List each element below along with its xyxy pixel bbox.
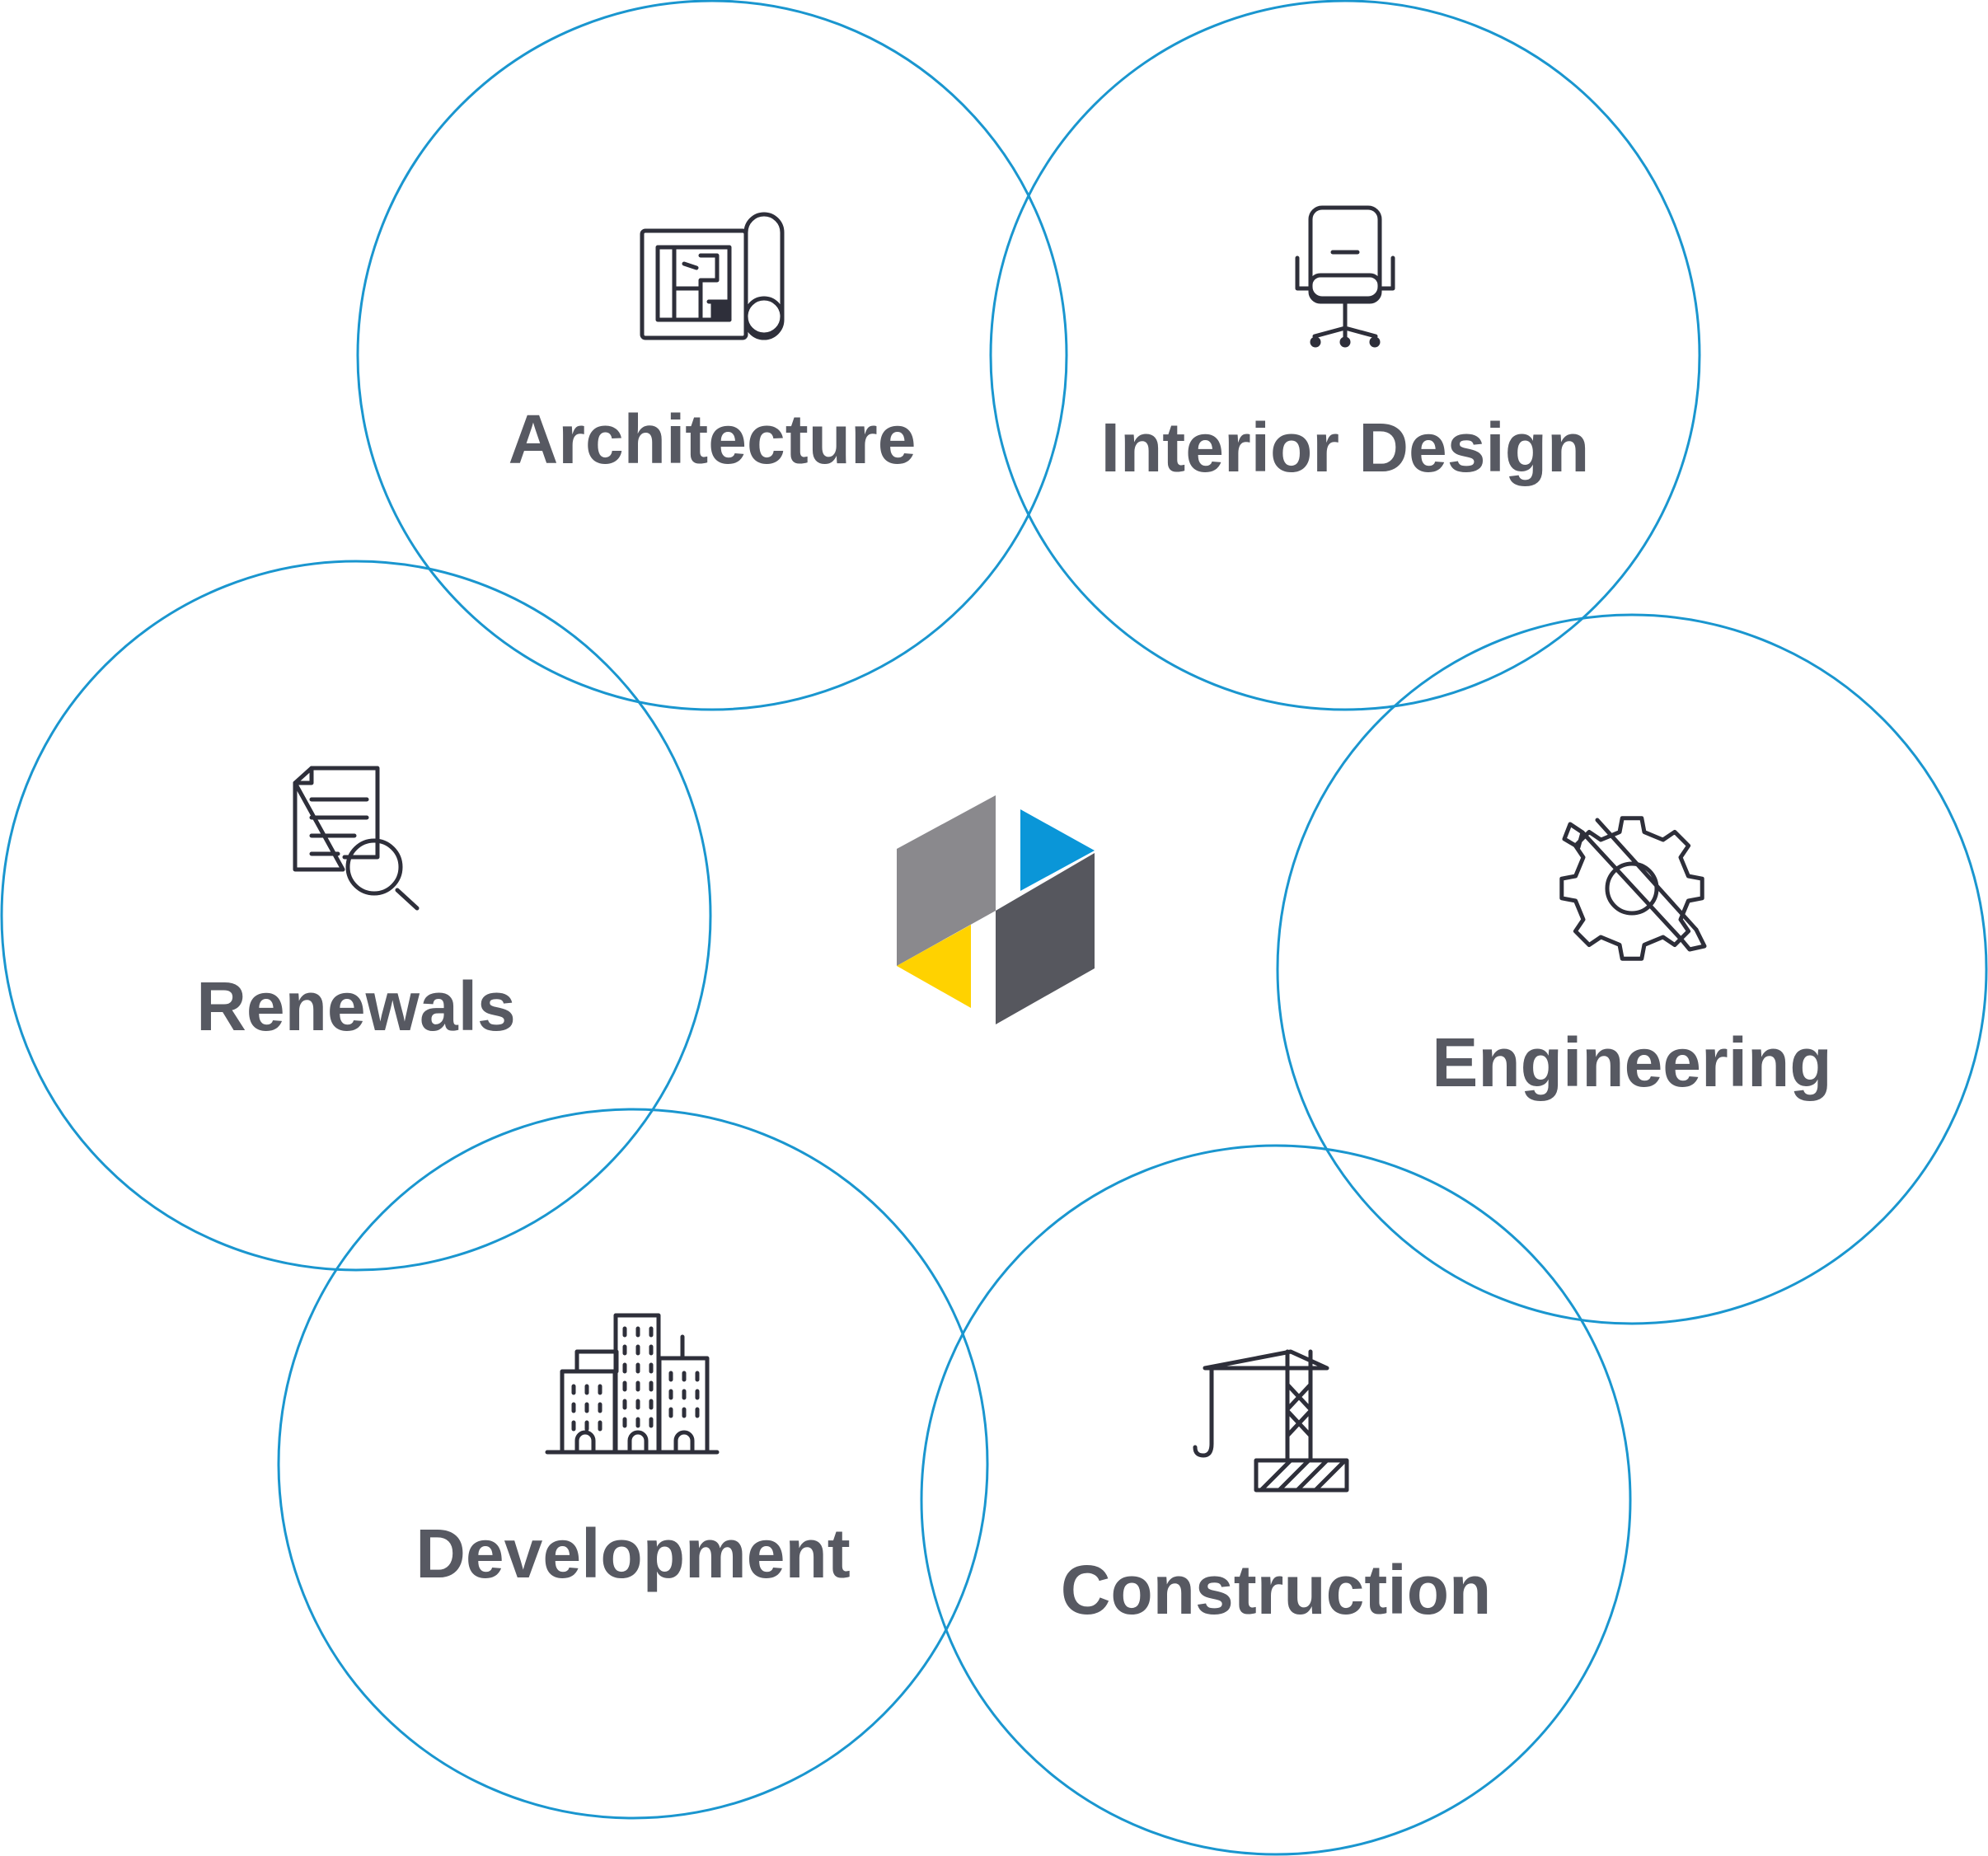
label-construction: Construction (1061, 1551, 1492, 1629)
circle-interior-design (989, 0, 1701, 711)
label-engineering: Engineering (1432, 1024, 1831, 1101)
circle-architecture (356, 0, 1068, 711)
circle-construction (920, 1144, 1632, 1856)
circle-engineering (1276, 613, 1988, 1325)
circle-development (277, 1108, 989, 1820)
document-search-icon (293, 766, 420, 911)
label-interior-design: Interior Design (1101, 409, 1590, 486)
circle-renewals (0, 560, 712, 1272)
gear-wrench-icon (1559, 816, 1707, 961)
hexagon-logo (897, 795, 1095, 1024)
label-development: Development (415, 1515, 850, 1592)
city-buildings-icon (545, 1313, 720, 1455)
blueprint-icon (640, 212, 785, 340)
office-chair-icon (1295, 205, 1395, 348)
tower-crane-icon (1193, 1349, 1349, 1493)
label-renewals: Renewals (196, 968, 516, 1045)
label-architecture: Architecture (509, 401, 917, 478)
